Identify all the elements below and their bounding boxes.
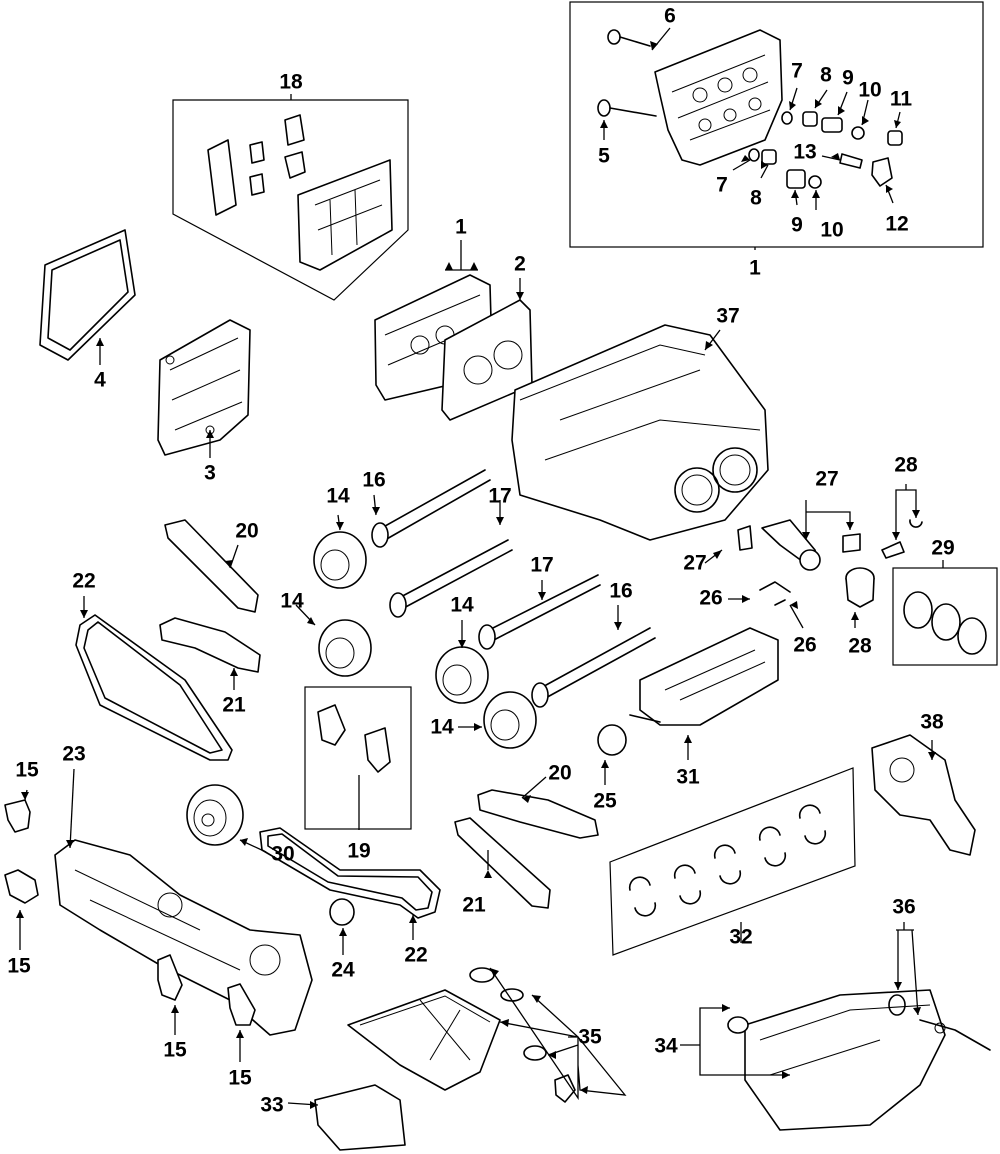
tensioner-lever-left — [159, 617, 261, 673]
callout-18: 18 — [279, 70, 303, 94]
callout-19: 19 — [347, 839, 371, 863]
callout-33: 33 — [260, 1093, 284, 1117]
oil-pan-upper — [727, 989, 946, 1131]
callout-16-b: 16 — [609, 579, 633, 603]
callout-15-a: 15 — [15, 758, 39, 782]
callout-32: 32 — [729, 925, 753, 949]
callout-16-a: 16 — [362, 468, 386, 492]
callout-37: 37 — [716, 304, 740, 328]
bearing-set — [628, 804, 827, 917]
callout-28-a: 28 — [894, 453, 918, 477]
valve-upper — [607, 29, 651, 47]
callout-38: 38 — [920, 710, 944, 734]
callout-11: 11 — [889, 87, 913, 111]
chain-guide-right — [477, 789, 599, 839]
callout-7-upper: 7 — [791, 59, 803, 83]
timing-cover — [54, 839, 313, 1036]
callout-9-lower: 9 — [791, 213, 803, 237]
callout-28-b: 28 — [848, 634, 872, 658]
callout-1-top: 1 — [455, 215, 467, 239]
crankshaft — [629, 627, 779, 726]
callout-36: 36 — [892, 895, 916, 919]
piston-rings — [903, 591, 987, 655]
cam-solenoids — [4, 799, 256, 1026]
oil-filter-pipe — [888, 994, 991, 1051]
bearing-set-box — [609, 767, 856, 956]
callout-2: 2 — [514, 252, 526, 276]
callout-15-c: 15 — [163, 1038, 187, 1062]
callout-5: 5 — [598, 144, 610, 168]
callout-8-upper: 8 — [820, 63, 832, 87]
callout-30: 30 — [271, 842, 295, 866]
piston — [845, 519, 923, 608]
callout-22-a: 22 — [72, 569, 96, 593]
callout-14-c: 14 — [450, 593, 474, 617]
callout-17-b: 17 — [530, 553, 554, 577]
callout-8-lower: 8 — [750, 186, 762, 210]
valve-small-parts — [748, 111, 903, 189]
callout-20-b: 20 — [548, 761, 572, 785]
callout-34: 34 — [654, 1034, 678, 1058]
timing-chain-center — [259, 827, 441, 919]
callout-31: 31 — [676, 765, 700, 789]
callout-10-lower: 10 — [820, 218, 844, 242]
callout-21-b: 21 — [462, 893, 486, 917]
callout-3: 3 — [204, 461, 216, 485]
head-cover-kit-parts — [207, 114, 393, 271]
callout-26-b: 26 — [793, 633, 817, 657]
connecting-rod — [737, 519, 861, 571]
callout-13: 13 — [793, 140, 817, 164]
callout-35: 35 — [578, 1025, 602, 1049]
piston-ring-box — [892, 567, 998, 666]
callout-24: 24 — [331, 958, 355, 982]
crank-sprocket — [597, 724, 627, 756]
callout-9-upper: 9 — [842, 66, 854, 90]
callout-7-lower: 7 — [716, 173, 728, 197]
callout-17-a: 17 — [488, 484, 512, 508]
callout-15-b: 15 — [7, 954, 31, 978]
oil-pump — [871, 734, 976, 856]
callout-27-a: 27 — [815, 467, 839, 491]
cam-sprockets — [313, 531, 537, 749]
callout-26-a: 26 — [699, 586, 723, 610]
callout-22-b: 22 — [404, 943, 428, 967]
oil-pan-gaskets — [469, 967, 576, 1103]
callout-6: 6 — [664, 4, 676, 28]
callout-15-d: 15 — [228, 1066, 252, 1090]
camshaft-cover — [157, 319, 251, 456]
timing-chain-left — [75, 614, 233, 761]
front-crank-seal — [329, 898, 355, 926]
callout-1-detail: 1 — [749, 256, 761, 280]
callout-14-d: 14 — [430, 715, 454, 739]
oil-pan — [347, 989, 501, 1091]
main-bearing-pair — [759, 581, 791, 606]
callout-4: 4 — [94, 368, 106, 392]
callout-27-b: 27 — [683, 551, 707, 575]
cylinder-head-detail-box — [569, 1, 984, 248]
callout-25: 25 — [593, 789, 617, 813]
crank-pulley — [186, 784, 244, 846]
valve-lower — [597, 99, 657, 117]
tensioner-lever-right — [454, 817, 551, 909]
callout-29: 29 — [931, 536, 955, 560]
chain-guide-upper-left — [164, 519, 259, 613]
cover-gasket — [39, 229, 136, 361]
callout-10-upper: 10 — [858, 78, 882, 102]
callout-14-b: 14 — [280, 589, 304, 613]
callout-14-a: 14 — [326, 484, 350, 508]
callout-12: 12 — [885, 212, 909, 236]
callout-23: 23 — [62, 742, 86, 766]
callout-20-a: 20 — [235, 519, 259, 543]
cylinder-head-detail — [654, 29, 783, 166]
callout-21-a: 21 — [222, 693, 246, 717]
camshafts — [371, 469, 656, 708]
tensioner-kit-box — [304, 686, 412, 830]
baffle-plate — [314, 1084, 406, 1151]
head-cover-kit-box — [172, 99, 409, 301]
arrowheads — [16, 41, 936, 1109]
engine-block — [511, 324, 769, 541]
tensioner-kit-parts — [317, 704, 391, 773]
